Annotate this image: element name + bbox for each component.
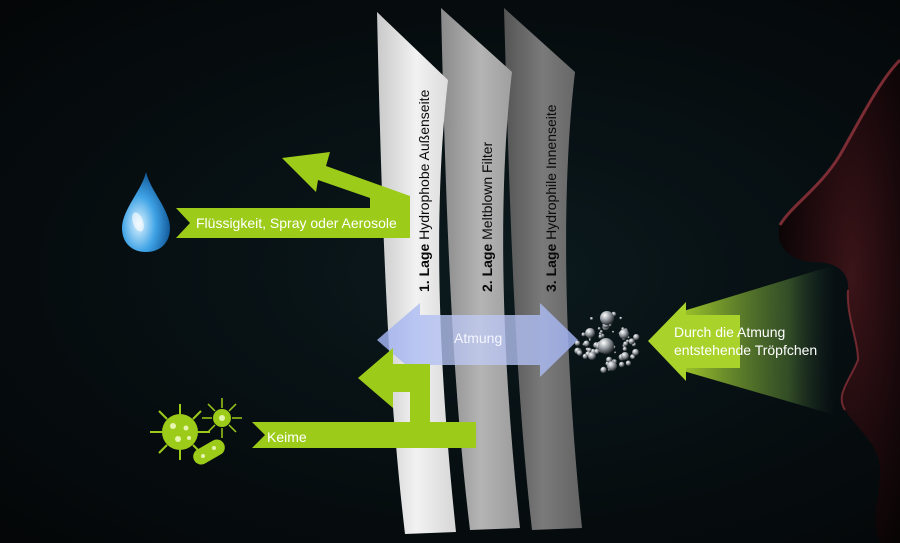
layer-1-number: 1. Lage — [416, 243, 432, 292]
virus-icon — [202, 398, 242, 438]
layer-3-number: 3. Lage — [543, 243, 559, 292]
breath-cone — [680, 265, 835, 415]
layer-2-number: 2. Lage — [479, 243, 495, 292]
droplets-label-line2: entstehende Tröpfchen — [674, 342, 818, 358]
germs-arrow — [252, 348, 476, 448]
layer-2-name: Meltblown Filter — [479, 141, 495, 240]
droplets-arrow — [648, 302, 740, 381]
nose-profile — [778, 60, 900, 543]
bacterium-icon — [193, 439, 225, 465]
layer-1-label: 1. Lage Hydrophobe Außenseite — [416, 90, 432, 292]
layer-2-label: 2. Lage Meltblown Filter — [479, 142, 495, 292]
liquid-arrow — [176, 152, 410, 238]
layer-1-panel — [377, 12, 456, 534]
droplets-label-line1: Durch die Atmung — [674, 324, 786, 340]
droplet-cluster-icon — [574, 311, 640, 374]
water-drop-icon — [122, 172, 170, 252]
layer-3-panel — [504, 8, 582, 530]
breathing-double-arrow — [377, 303, 578, 377]
layer-2-panel — [441, 8, 520, 530]
germ-icon — [150, 404, 210, 460]
breathing-label: Atmung — [454, 330, 503, 346]
liquid-label: Flüssigkeit, Spray oder Aerosole — [196, 215, 397, 231]
layer-3-name: Hydrophile Innenseite — [543, 104, 559, 240]
germs-label: Keime — [267, 429, 307, 445]
layer-3-label: 3. Lage Hydrophile Innenseite — [543, 104, 559, 292]
layer-1-name: Hydrophobe Außenseite — [416, 89, 432, 240]
